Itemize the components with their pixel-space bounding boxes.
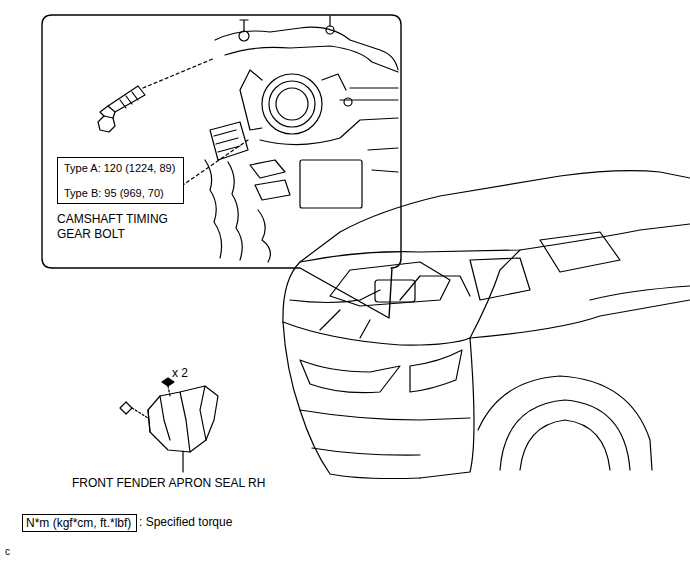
torque-text: Type B: 95 (969, 70)	[64, 187, 177, 199]
torque-text: N*m (kgf*cm, ft.*lbf)	[26, 516, 133, 530]
part-name: FRONT FENDER APRON SEAL RH	[72, 476, 265, 491]
torque-text: Type A: 120 (1224, 89)	[64, 162, 177, 174]
quantity: x 2	[172, 366, 188, 381]
part-name: CAMSHAFT TIMING GEAR BOLT	[57, 212, 189, 242]
unit-box: N*m (kgf*cm, ft.*lbf)	[22, 514, 137, 532]
torque-box: Type A: 120 (1224, 89) Type B: 95 (969, 7…	[57, 157, 184, 204]
figure-code: c	[5, 546, 10, 559]
legend-text: : Specified torque	[139, 515, 232, 530]
